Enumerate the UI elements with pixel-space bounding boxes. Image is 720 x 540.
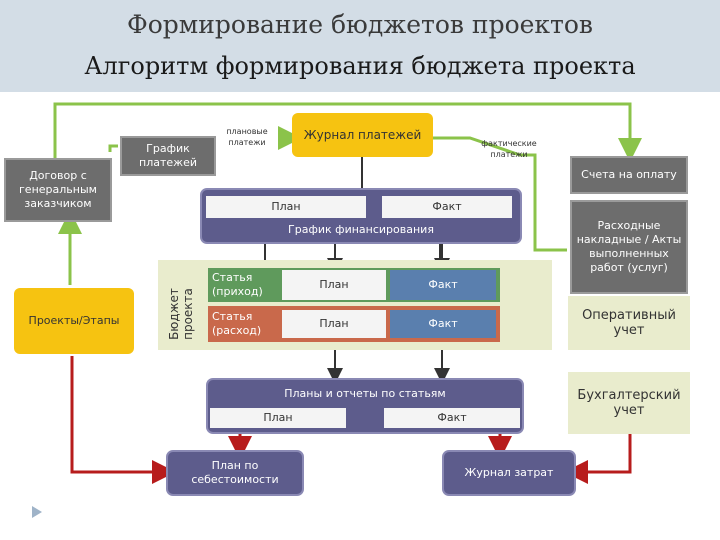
- financing-plan-label: План: [271, 200, 301, 213]
- invoices-node: Счета на оплату: [570, 156, 688, 194]
- slide-marker-icon: [32, 506, 42, 518]
- income-article-label: Статья (приход): [212, 271, 263, 298]
- journal-payments-label: Журнал платежей: [303, 128, 422, 142]
- income-article-cell: Статья (приход): [212, 270, 274, 300]
- green-connector-schedule: [108, 144, 118, 152]
- income-fact-cell: Факт: [390, 270, 496, 300]
- expense-fact-cell: Факт: [390, 310, 496, 338]
- reports-title: Планы и отчеты по статьям: [284, 387, 446, 400]
- red-connector-left: [70, 356, 176, 484]
- cost-journal-label: Журнал затрат: [464, 466, 554, 479]
- page-subtitle: Алгоритм формирования бюджета проекта: [84, 52, 636, 80]
- operational-label: Оперативный учет: [582, 308, 676, 338]
- green-connector-fact: [433, 136, 567, 252]
- financing-block: План Факт График финансирования: [200, 188, 522, 244]
- contract-label: Договор с генеральным заказчиком: [19, 169, 97, 210]
- reports-block: Планы и отчеты по статьям План Факт: [206, 378, 524, 434]
- header-band: Формирование бюджетов проектов Алгоритм …: [0, 0, 720, 92]
- cost-plan-label: План по себестоимости: [191, 459, 279, 486]
- expense-docs-node: Расходные накладные / Акты выполненных р…: [570, 200, 688, 294]
- financing-fact-label: Факт: [432, 200, 462, 213]
- operational-node: Оперативный учет: [568, 296, 690, 350]
- project-budget-label: Бюджет проекта: [167, 288, 195, 340]
- reports-fact-cell: Факт: [384, 408, 520, 428]
- payment-schedule-node: График платежей: [120, 136, 216, 176]
- page-title: Формирование бюджетов проектов: [126, 10, 593, 39]
- invoices-label: Счета на оплату: [581, 168, 677, 181]
- income-plan-cell: План: [282, 270, 386, 300]
- expense-article-cell: Статья (расход): [212, 308, 274, 340]
- reports-plan-cell: План: [210, 408, 346, 428]
- financing-title: График финансирования: [288, 223, 434, 236]
- projects-label: Проекты/Этапы: [28, 314, 120, 327]
- green-connector-top: [53, 102, 642, 162]
- journal-payments-node: Журнал платежей: [292, 113, 433, 157]
- expense-fact-label: Факт: [428, 317, 458, 330]
- expense-docs-label: Расходные накладные / Акты выполненных р…: [576, 219, 682, 274]
- expense-plan-label: План: [319, 317, 349, 330]
- planned-payments-label: плановые платежи: [226, 127, 268, 147]
- cost-plan-node: План по себестоимости: [166, 450, 304, 496]
- financing-fact-cell: Факт: [382, 196, 512, 218]
- red-connector-right: [564, 432, 632, 484]
- income-fact-label: Факт: [428, 278, 458, 291]
- actual-payments-label: фактические платежи: [481, 139, 537, 159]
- reports-plan-label: План: [263, 411, 293, 424]
- payment-schedule-label: График платежей: [139, 142, 197, 169]
- reports-fact-label: Факт: [437, 411, 467, 424]
- projects-node: Проекты/Этапы: [14, 288, 134, 354]
- expense-plan-cell: План: [282, 310, 386, 338]
- financing-plan-cell: План: [206, 196, 366, 218]
- income-plan-label: План: [319, 278, 349, 291]
- expense-article-label: Статья (расход): [212, 310, 262, 337]
- cost-journal-node: Журнал затрат: [442, 450, 576, 496]
- accounting-node: Бухгалтерский учет: [568, 372, 690, 434]
- contract-node: Договор с генеральным заказчиком: [4, 158, 112, 222]
- accounting-label: Бухгалтерский учет: [577, 388, 681, 418]
